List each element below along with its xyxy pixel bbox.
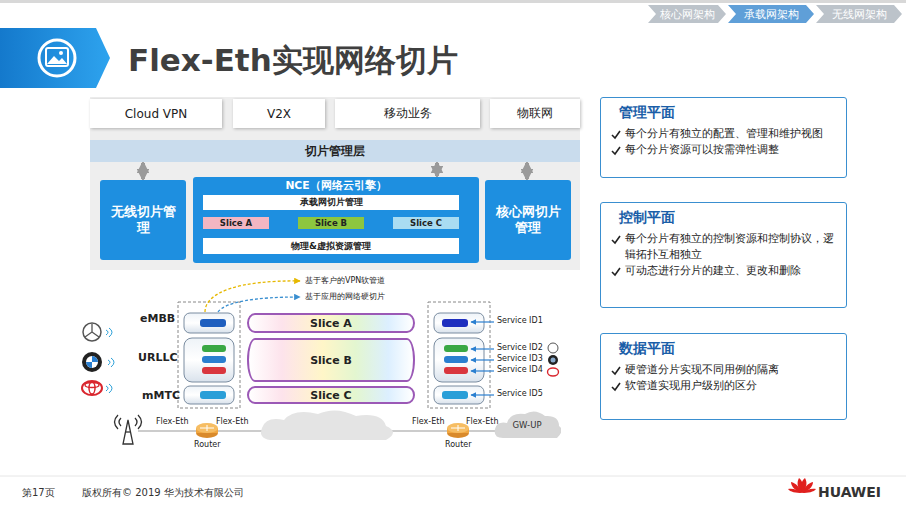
node-text: 切片管理层 [305, 143, 365, 160]
service-type: eMBB [140, 312, 175, 325]
node-text: 物联网 [517, 105, 553, 122]
node-text: 无线网架构 [832, 7, 887, 22]
function-bar: 物理&虚拟资源管理 [203, 238, 459, 254]
info-panel: 数据平面硬管道分片实现不同用例的隔离软管道实现用户级别的区分 [600, 333, 847, 420]
service-box: Cloud VPN [90, 99, 222, 128]
node-text: 承载网架构 [744, 7, 799, 22]
panel-heading: 管理平面 [611, 104, 838, 122]
node-text: Slice C [410, 218, 442, 228]
hard-slice-arrow [218, 297, 300, 312]
service-box: 物联网 [490, 99, 580, 128]
node-text: Cloud VPN [125, 107, 188, 121]
bullet-text: 软管道实现用户级别的区分 [611, 378, 838, 394]
node-text: Slice C [310, 389, 351, 402]
link-type: Flex-Eth [412, 417, 445, 426]
brand-name: HUAWEI [818, 484, 881, 500]
tubes [184, 313, 484, 404]
service-type: URLLC [138, 351, 178, 364]
service-type: mMTC [142, 389, 180, 402]
picture-icon [39, 40, 75, 76]
node-text: V2X [267, 107, 291, 121]
router-icon [447, 423, 469, 438]
service-id: Service ID2 [497, 343, 543, 352]
car-logos [82, 323, 559, 395]
page-number: 第17页 [22, 486, 55, 500]
panel-heading: 控制平面 [611, 209, 838, 227]
link-type: Flex-Eth [156, 417, 189, 426]
gateway-cloud: GW-UP [493, 410, 561, 440]
router-label: Router [194, 440, 221, 449]
slice-tag: Slice B [298, 217, 364, 229]
slice-pipe: Slice C [247, 386, 415, 404]
base-station [115, 415, 142, 444]
nav-tab: 核心网架构 [648, 5, 726, 23]
dashed-box [428, 302, 490, 408]
footer-line [0, 476, 906, 477]
router-icon [196, 423, 218, 438]
node-text: Slice B [310, 354, 352, 367]
layer-band: 切片管理层 [90, 140, 580, 162]
node-text: Slice A [310, 317, 352, 330]
manager-box: 核心网切片管理 [485, 180, 571, 260]
soft-pipe-arrow [205, 281, 300, 312]
service-box: V2X [233, 99, 325, 128]
service-id: Service ID3 [497, 354, 543, 363]
node-text: 移动业务 [384, 105, 432, 122]
info-panel: 控制平面每个分片有独立的控制资源和控制协议，逻辑拓扑互相独立可动态进行分片的建立… [600, 202, 847, 308]
slice-pipe: Slice B [247, 338, 415, 382]
nav-tab: 无线网架构 [816, 5, 902, 23]
router-label: Router [445, 440, 472, 449]
diagram-ground [90, 97, 580, 270]
service-box: 移动业务 [335, 99, 480, 128]
node-text: 承载网切片管理 [300, 196, 363, 209]
function-bar: 承载网切片管理 [203, 195, 459, 210]
copyright: 版权所有© 2019 华为技术有限公司 [82, 486, 244, 500]
header-chevron [0, 28, 110, 88]
bullet-text: 每个分片有独立的控制资源和控制协议，逻辑拓扑互相独立 [611, 231, 838, 263]
double-arrow [141, 163, 145, 179]
network-cloud [261, 410, 393, 440]
node-text: NCE（网络云引擎） [193, 179, 479, 193]
annotation: 基于应用的网络硬切片 [305, 291, 385, 302]
node-text: 核心网切片管理 [495, 204, 561, 237]
service-arrows [471, 322, 494, 395]
node-text: Slice B [315, 218, 347, 228]
double-arrow [435, 163, 439, 176]
service-id: Service ID1 [497, 316, 543, 325]
nav-tab: 承载网架构 [728, 5, 814, 23]
service-id: Service ID5 [497, 389, 543, 398]
dashed-box [178, 302, 240, 408]
manager-box: 无线切片管理 [100, 180, 186, 260]
annotation: 基于客户的VPN软管道 [305, 275, 385, 286]
bullet-text: 硬管道分片实现不同用例的隔离 [611, 362, 838, 378]
bullet-text: 可动态进行分片的建立、更改和删除 [611, 263, 838, 279]
panel-heading: 数据平面 [611, 340, 838, 358]
nce-box: NCE（网络云引擎） 承载网切片管理 Slice A Slice B Slice C 物理… [193, 177, 479, 263]
node-text: 无线切片管理 [110, 204, 176, 237]
node-text: GW-UP [512, 420, 541, 430]
slice-tag: Slice A [203, 217, 269, 229]
slide-title: Flex-Eth实现网络切片 [128, 40, 458, 82]
slice-pipe: Slice A [247, 313, 415, 333]
info-panel: 管理平面每个分片有独立的配置、管理和维护视图每个分片资源可以按需弹性调整 [600, 97, 847, 178]
link-type: Flex-Eth [466, 417, 499, 426]
bullet-text: 每个分片有独立的配置、管理和维护视图 [611, 126, 838, 142]
top-strip [0, 0, 906, 3]
double-arrow [525, 163, 529, 179]
huawei-logo [788, 478, 816, 493]
bullet-text: 每个分片资源可以按需弹性调整 [611, 142, 838, 158]
link-type: Flex-Eth [216, 417, 249, 426]
slice-tag: Slice C [393, 217, 459, 229]
node-text: Slice A [220, 218, 252, 228]
service-id: Service ID4 [497, 365, 543, 374]
node-text: 物理&虚拟资源管理 [291, 240, 371, 253]
node-text: 核心网架构 [660, 7, 715, 22]
